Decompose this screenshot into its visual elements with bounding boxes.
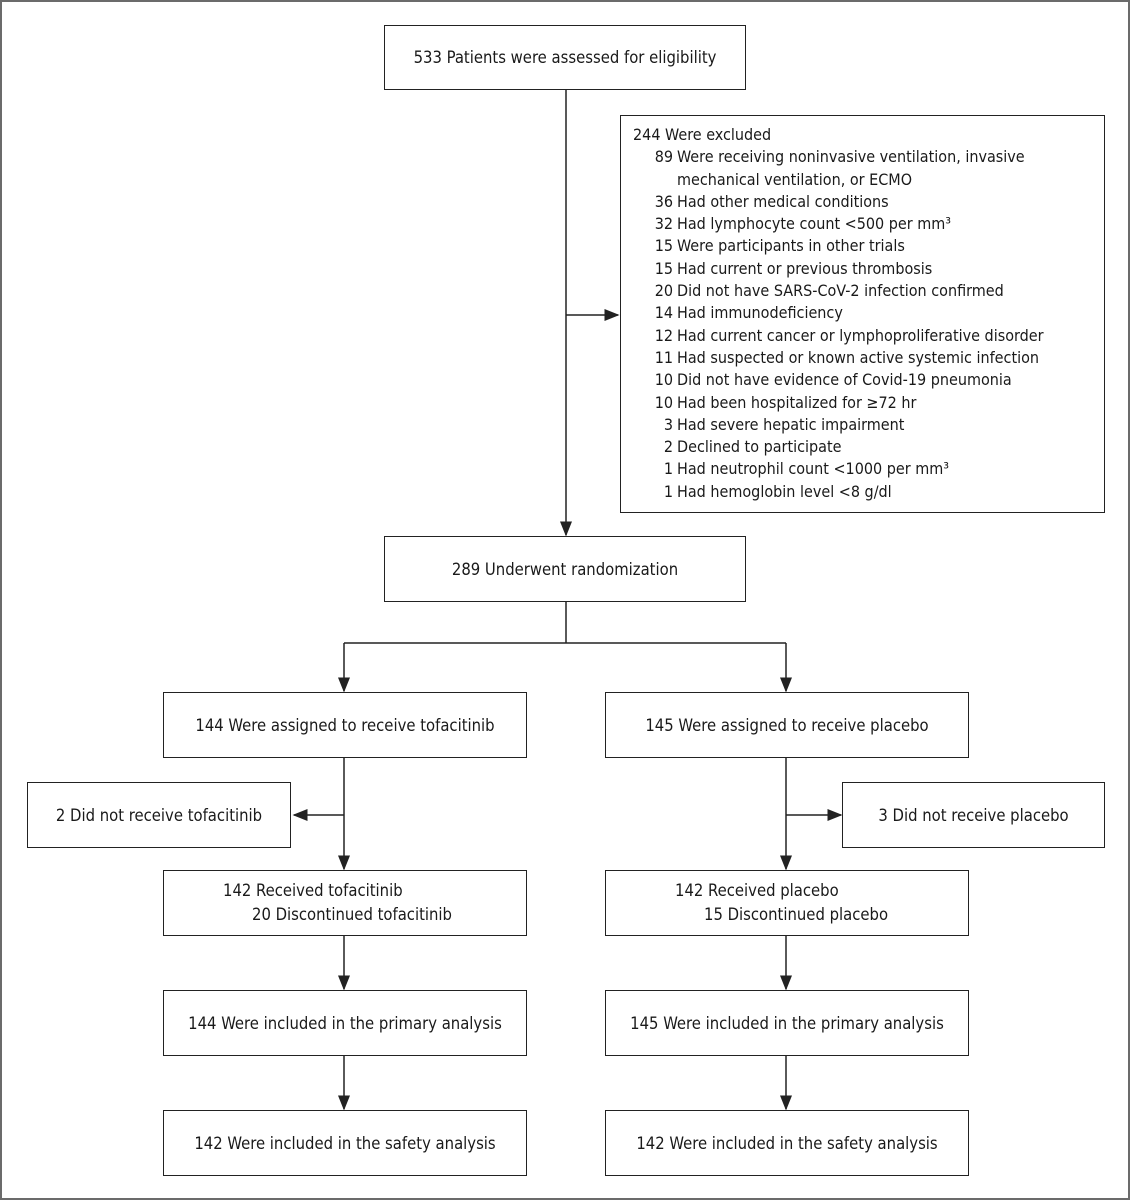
reason-text: Did not have evidence of Covid-19 pneumo… [677,370,1012,390]
placebo-assigned-box: 145 Were assigned to receive placebo [605,692,969,758]
reason-text: Had immunodeficiency [677,303,843,323]
tofacitinib-discontinued-text: 20 Discontinued tofacitinib [252,905,452,924]
placebo-not-received-text: 3 Did not receive placebo [878,805,1069,825]
reason-count: 15 [654,236,673,256]
randomization-text: 289 Underwent randomization [451,559,679,579]
reason-text: Had suspected or known active systemic i… [677,347,1040,367]
reason-text: Were receiving noninvasive ventilation, … [677,147,1025,167]
reason-count: 36 [654,191,673,211]
excluded-title: 244 Were excluded [633,125,772,144]
reason-count: 10 [654,370,673,390]
tofacitinib-safety-text: 142 Were included in the safety analysis [194,1133,496,1153]
tofacitinib-safety-box: 142 Were included in the safety analysis [163,1110,527,1176]
tofacitinib-primary-box: 144 Were included in the primary analysi… [163,990,527,1056]
reason-text: Did not have SARS-CoV-2 infection confir… [677,281,1004,301]
placebo-safety-box: 142 Were included in the safety analysis [605,1110,969,1176]
placebo-discontinued-text: 15 Discontinued placebo [704,905,889,924]
randomization-box: 289 Underwent randomization [384,536,746,602]
reason-text: Had current or previous thrombosis [677,258,933,278]
reason-count: 15 [654,258,673,278]
reason-count: 89 [654,147,673,167]
reason-text: Had neutrophil count <1000 per mm³ [677,459,950,479]
assessed-text: 533 Patients were assessed for eligibili… [413,48,717,67]
reason-count: 32 [654,214,673,234]
placebo-received-box: 142 Received placebo 15 Discontinued pla… [605,870,969,936]
reason-text: Were participants in other trials [677,236,905,256]
tofacitinib-primary-text: 144 Were included in the primary analysi… [188,1013,502,1033]
assessed-box: 533 Patients were assessed for eligibili… [384,25,746,90]
reason-count: 3 [663,414,673,434]
reason-text-continued: mechanical ventilation, or ECMO [677,169,913,189]
placebo-not-received-box: 3 Did not receive placebo [842,782,1105,848]
tofacitinib-received-text: 142 Received tofacitinib [223,881,403,900]
reason-text: Had hemoglobin level <8 g/dl [677,481,892,501]
placebo-primary-text: 145 Were included in the primary analysi… [630,1013,944,1033]
tofacitinib-not-received-text: 2 Did not receive tofacitinib [55,805,263,825]
placebo-received-text: 142 Received placebo [675,881,839,900]
placebo-primary-box: 145 Were included in the primary analysi… [605,990,969,1056]
placebo-assigned-text: 145 Were assigned to receive placebo [645,715,929,735]
reason-count: 12 [654,325,673,345]
tofacitinib-not-received-box: 2 Did not receive tofacitinib [27,782,291,848]
reason-count: 10 [654,392,673,412]
reason-count: 1 [663,459,673,479]
tofacitinib-assigned-text: 144 Were assigned to receive tofacitinib [195,715,495,735]
reason-text: Declined to participate [677,437,842,457]
tofacitinib-assigned-box: 144 Were assigned to receive tofacitinib [163,692,527,758]
reason-text: Had severe hepatic impairment [677,414,905,434]
reason-text: Had lymphocyte count <500 per mm³ [677,214,952,234]
reason-count: 11 [654,347,673,367]
reason-count: 1 [663,481,673,501]
placebo-safety-text: 142 Were included in the safety analysis [636,1133,938,1153]
reason-text: Had other medical conditions [677,191,889,211]
reason-text: Had been hospitalized for ≥72 hr [677,392,917,412]
tofacitinib-received-box: 142 Received tofacitinib 20 Discontinued… [163,870,527,936]
reason-count: 2 [663,437,673,457]
reason-count: 14 [654,303,673,323]
reason-count: 20 [654,281,673,301]
reason-text: Had current cancer or lymphoproliferativ… [677,325,1044,345]
